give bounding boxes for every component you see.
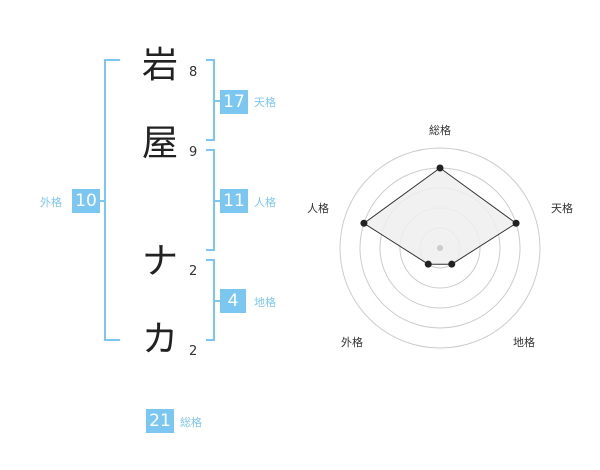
tenkaku-value-box: 17 xyxy=(220,90,248,114)
radar-ring xyxy=(339,147,541,349)
soukaku-label: 総格 xyxy=(180,416,202,429)
stroke-count-1: 8 xyxy=(189,65,198,80)
chikaku-label: 地格 xyxy=(254,296,276,309)
gaikaku-label: 外格 xyxy=(40,196,62,209)
radar-center-dot xyxy=(437,245,443,251)
chikaku-value-box: 4 xyxy=(220,289,246,313)
radar-label-jinkaku: 人格 xyxy=(307,201,329,215)
radar-point xyxy=(424,260,432,268)
radar-point xyxy=(512,219,520,227)
jinkaku-value-box: 11 xyxy=(220,189,248,213)
radar-point xyxy=(360,219,368,227)
gaikaku-value-box: 10 xyxy=(72,189,100,213)
stroke-count-4: 2 xyxy=(189,344,198,359)
stroke-count-2: 9 xyxy=(189,145,198,160)
radar-label-gaikaku: 外格 xyxy=(341,335,363,349)
radar-label-soukaku: 総格 xyxy=(429,123,451,137)
stroke-count-3: 2 xyxy=(189,264,198,279)
radar-area xyxy=(363,167,517,265)
radar-point xyxy=(448,260,456,268)
radar-points xyxy=(360,164,520,268)
jinkaku-label: 人格 xyxy=(254,196,276,209)
radar-point xyxy=(436,164,444,172)
radar-label-chikaku: 地格 xyxy=(513,335,535,349)
name-char-4: カ xyxy=(141,319,178,360)
radar-label-tenkaku: 天格 xyxy=(551,201,573,215)
tenkaku-label: 天格 xyxy=(254,96,276,109)
name-char-3: ナ xyxy=(141,241,178,282)
soukaku-value-box: 21 xyxy=(146,409,174,433)
name-char-2: 屋 xyxy=(141,123,178,164)
name-char-1: 岩 xyxy=(141,45,178,86)
